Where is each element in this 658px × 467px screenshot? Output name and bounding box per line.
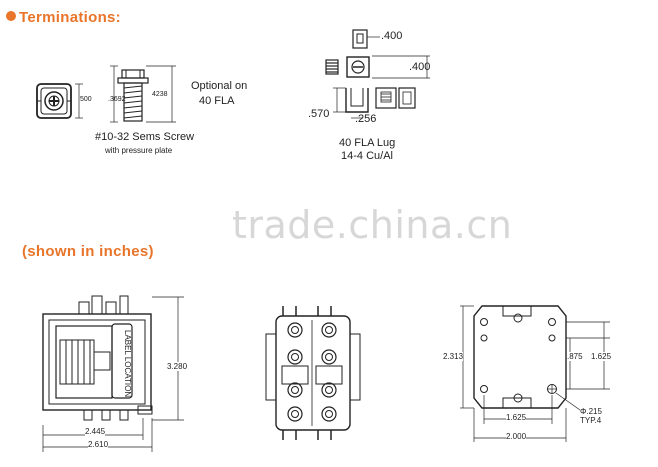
terminations-header-text: Terminations: <box>19 9 121 26</box>
contactor-top-view <box>265 306 361 440</box>
mount-hole-typ: TYP.4 <box>580 416 602 425</box>
lug-dim-right: .400 <box>409 61 431 73</box>
bullet-icon <box>6 11 16 21</box>
mount-dim-width: 2.000 <box>506 432 527 441</box>
optional-line2: 40 FLA <box>199 95 235 107</box>
mount-dim-1625-horizontal: 1.625 <box>506 413 527 422</box>
terminations-header: Terminations: <box>6 9 121 26</box>
screw-title: #10-32 Sems Screw <box>95 131 195 143</box>
lug-title1: 40 FLA Lug <box>339 137 396 149</box>
label-location-text: LABEL LOCATION <box>123 330 132 398</box>
contactor-front-view <box>42 295 153 421</box>
screw-dim-4238: 4238 <box>152 91 168 98</box>
screw-side-view <box>117 69 149 122</box>
front-dim-height: 3.280 <box>167 362 188 371</box>
mount-hole-diameter: Φ.215 <box>580 407 602 416</box>
mount-dim-875: .875 <box>567 352 583 361</box>
shown-in-inches-header: (shown in inches) <box>22 243 154 260</box>
lug-title2: 14-4 Cu/Al <box>341 150 393 162</box>
screw-top-view <box>36 83 72 119</box>
screw-dim-3692: .3692 <box>108 96 126 103</box>
screw-dim-500: 500 <box>80 96 92 103</box>
screw-subtitle: with pressure plate <box>105 146 173 155</box>
contactor-mounting-view <box>473 305 567 409</box>
front-dim-width-inner: 2.445 <box>85 427 106 436</box>
mount-dim-1625-vertical: 1.625 <box>591 352 612 361</box>
lug-dim-left: .570 <box>308 108 330 120</box>
lug-dim-bottom: .256 <box>355 113 377 125</box>
optional-line1: Optional on <box>191 80 248 92</box>
lug-dim-top: .400 <box>381 30 403 42</box>
watermark: trade.china.cn <box>232 203 513 247</box>
front-dim-width-outer: 2.610 <box>88 440 109 449</box>
lug-views <box>325 29 416 113</box>
mount-dim-height: 2.313 <box>443 352 464 361</box>
